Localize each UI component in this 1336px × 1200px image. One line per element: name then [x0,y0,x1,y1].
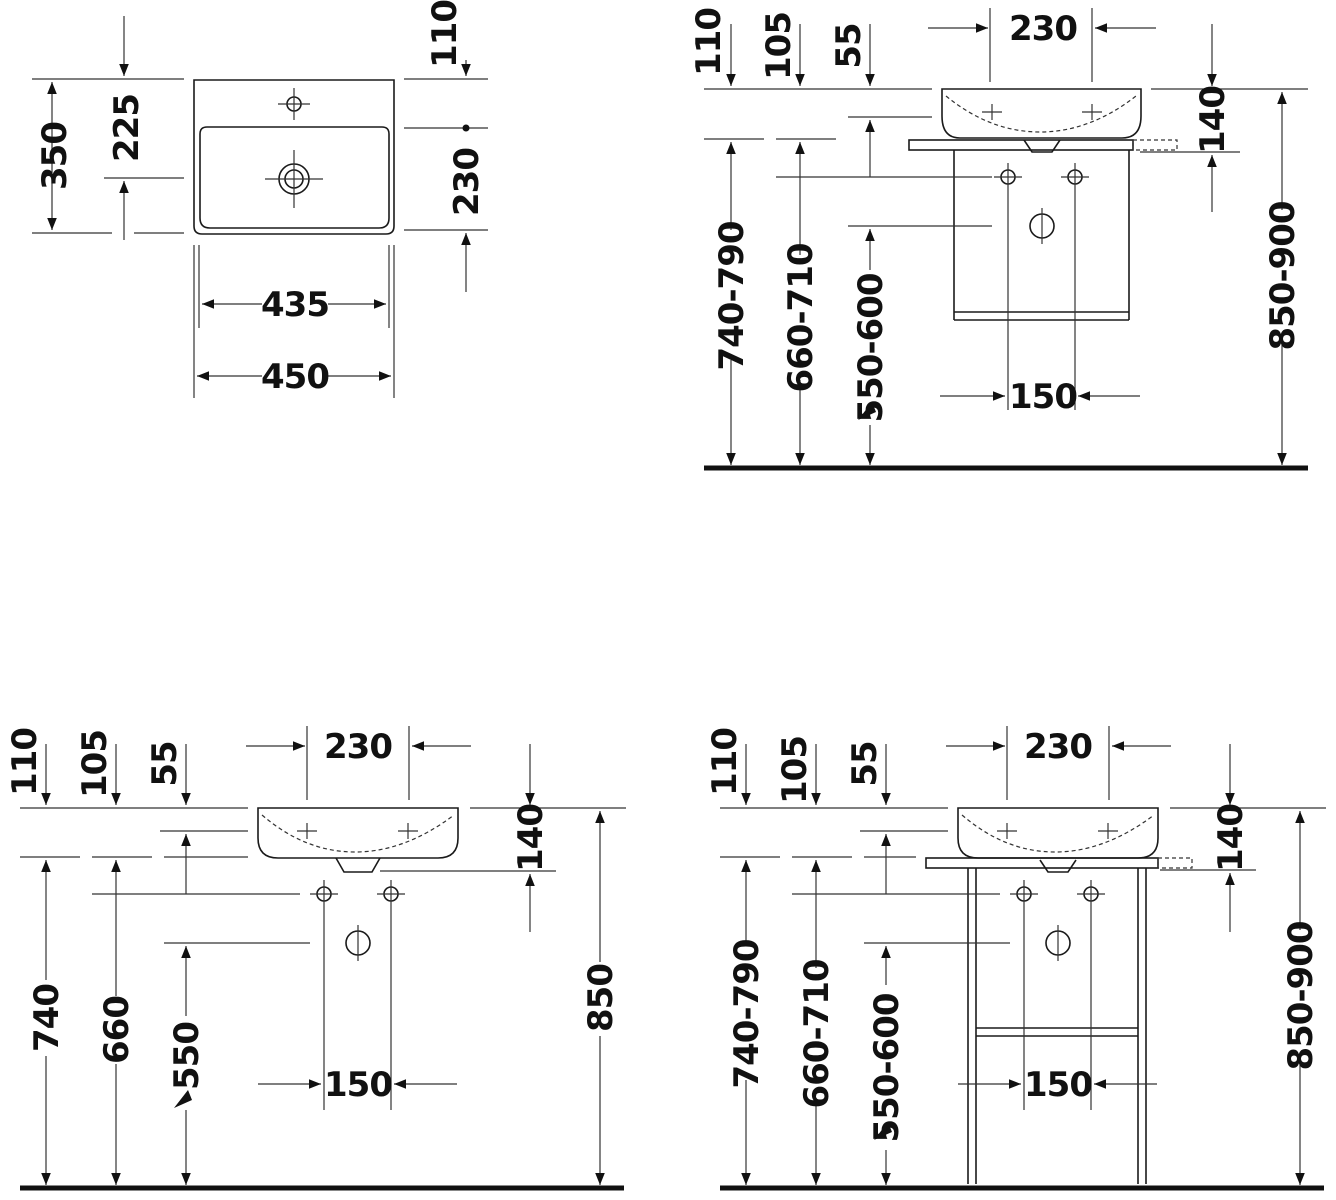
dim-660-b: 660 [97,996,137,1064]
dim-550-600-a: 550-600 [851,273,891,422]
waste-outlet-icon [1029,208,1055,244]
dim-55-c: 55 [845,741,885,786]
dim-350: 350 [35,122,75,190]
dim-740-b: 740 [27,984,67,1052]
dim-435: 435 [261,285,329,325]
basin-bowl [199,126,390,229]
dim-660-710-a: 660-710 [781,243,821,392]
supply-valve-icon [1077,880,1105,1110]
side-view-console: 230 110 105 55 140 850-900 740-790 660-7… [689,8,1308,471]
dim-850-900-c: 850-900 [1281,921,1321,1070]
side-view-legs: 230 110 105 55 140 850-900 740-790 660-7… [705,726,1326,1191]
dim-140-c: 140 [1211,804,1251,872]
dim-110-a: 110 [689,8,729,76]
dim-150-c: 150 [1024,1065,1092,1105]
waste-outlet-icon [345,925,371,961]
dim-140-a: 140 [1193,86,1233,154]
dim-105-a: 105 [759,12,799,80]
supply-valve-icon [1061,163,1089,410]
dim-230-a: 230 [1009,9,1077,49]
dim-740-790-a: 740-790 [712,221,752,370]
dim-550-b: 550 [167,1022,207,1090]
dim-105-b: 105 [75,730,115,798]
supply-valve-icon [310,880,338,1110]
supply-valve-icon [1010,880,1038,1110]
dim-740-790-c: 740-790 [727,939,767,1088]
dim-105-c: 105 [775,736,815,804]
dim-150-b: 150 [324,1065,392,1105]
waste-outlet-icon [1045,925,1071,961]
tap-hole-icon [278,88,310,120]
dim-110-top: 110 [425,0,465,68]
dim-55-a: 55 [829,23,869,68]
drain-icon [265,150,323,208]
dim-55-b: 55 [145,741,185,786]
dim-450: 450 [261,357,329,397]
dim-230-c: 230 [1024,727,1092,767]
dim-850-900-a: 850-900 [1263,201,1303,350]
dim-150-a: 150 [1009,377,1077,417]
dim-225: 225 [107,94,147,162]
supply-valve-icon [377,880,405,1110]
dim-110-b: 110 [5,728,45,796]
side-view-wall: 230 110 105 55 140 850 740 660 550 150 [5,726,626,1191]
dim-850-b: 850 [581,964,621,1032]
dim-550-600-c: 550-600 [867,993,907,1142]
basin-outline [193,79,395,235]
dim-660-710-c: 660-710 [797,959,837,1108]
dim-140-b: 140 [511,804,551,872]
supply-valve-icon [994,163,1022,410]
dim-110-c: 110 [705,728,745,796]
dim-230-b: 230 [324,727,392,767]
top-view: 350 225 110 230 435 450 [32,0,488,398]
dim-230-top: 230 [447,148,487,216]
